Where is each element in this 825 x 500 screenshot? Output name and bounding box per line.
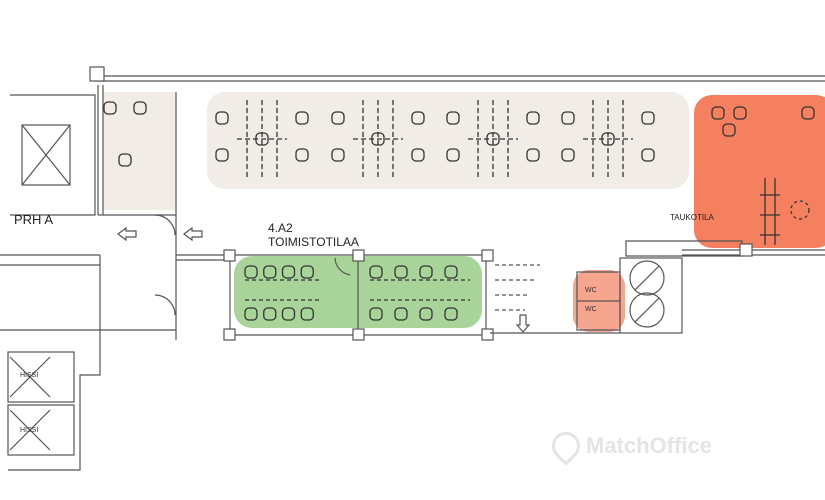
chair (526, 148, 540, 162)
chair (281, 265, 296, 279)
open-workspace-zone (207, 92, 689, 189)
round-table (790, 200, 810, 220)
chair (801, 106, 815, 120)
chair (295, 111, 309, 125)
chair (244, 265, 258, 279)
chair (118, 153, 132, 167)
chair (446, 111, 460, 125)
chair (263, 265, 277, 279)
chair (300, 307, 314, 321)
chair (711, 106, 725, 120)
corner-room-zone (103, 92, 175, 210)
elevator-label-2: HISSI (20, 427, 39, 434)
location-pin-icon (546, 426, 586, 466)
chair (411, 111, 425, 125)
chair (103, 101, 117, 115)
chair (419, 307, 433, 321)
office-code-label: 4.A2 (268, 221, 293, 235)
chair (601, 132, 615, 146)
chair (369, 307, 383, 321)
chair (295, 148, 309, 162)
chair (733, 106, 747, 120)
chair (215, 148, 229, 162)
chair (411, 148, 425, 162)
chair (281, 307, 296, 321)
watermark: MatchOffice (546, 426, 712, 466)
chair (300, 265, 314, 279)
break-room-label: TAUKOTILA (670, 213, 714, 222)
office-desks (245, 279, 320, 301)
desk-cluster (468, 100, 518, 178)
desk-cluster (583, 100, 633, 178)
chair (394, 307, 408, 321)
break-room-zone (694, 95, 825, 248)
chair (331, 148, 345, 162)
break-room-seating (760, 178, 780, 245)
chair (371, 132, 385, 146)
office-desks (370, 279, 470, 301)
furniture (103, 100, 815, 321)
chair (486, 132, 500, 146)
chair (444, 265, 458, 279)
chair (369, 265, 383, 279)
chair (526, 111, 540, 125)
chair (641, 111, 655, 125)
chair (244, 307, 258, 321)
wc-label-2: WC (585, 306, 597, 313)
chair (255, 132, 269, 146)
stair-block-label: PRH A (14, 212, 54, 227)
chair (263, 307, 277, 321)
wc-label-1: WC (585, 287, 597, 294)
chair (561, 148, 575, 162)
desk-cluster (237, 100, 287, 178)
chair (446, 148, 460, 162)
chair (394, 265, 408, 279)
chair (561, 111, 575, 125)
chair (215, 111, 229, 125)
walls (0, 66, 825, 471)
chair (641, 148, 655, 162)
chair (133, 101, 147, 115)
office-type-label: TOIMISTOTILAA (268, 235, 359, 249)
elevator-label-1: HISSI (20, 372, 39, 379)
chair (419, 265, 433, 279)
chair (444, 307, 458, 321)
desk-cluster (353, 100, 403, 178)
chair (331, 111, 345, 125)
watermark-text: MatchOffice (586, 433, 712, 458)
chair (722, 123, 736, 137)
